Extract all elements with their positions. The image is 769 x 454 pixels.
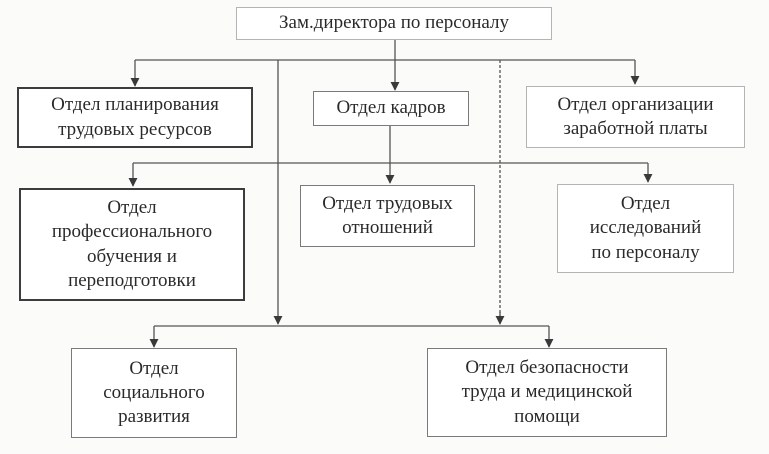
node-safety: Отдел безопасности труда и медицинской п… xyxy=(427,348,667,437)
node-research: Отдел исследований по персоналу xyxy=(557,184,734,273)
node-labor-relations: Отдел трудовых отношений xyxy=(300,185,475,247)
node-training: Отдел профессионального обучения и переп… xyxy=(19,188,245,301)
root-node: Зам.директора по персоналу xyxy=(236,7,552,40)
node-social: Отдел социального развития xyxy=(71,348,237,438)
node-planning: Отдел планирования трудовых ресурсов xyxy=(17,87,253,148)
node-personnel: Отдел кадров xyxy=(313,91,469,126)
node-wages: Отдел организации заработной платы xyxy=(526,86,745,148)
